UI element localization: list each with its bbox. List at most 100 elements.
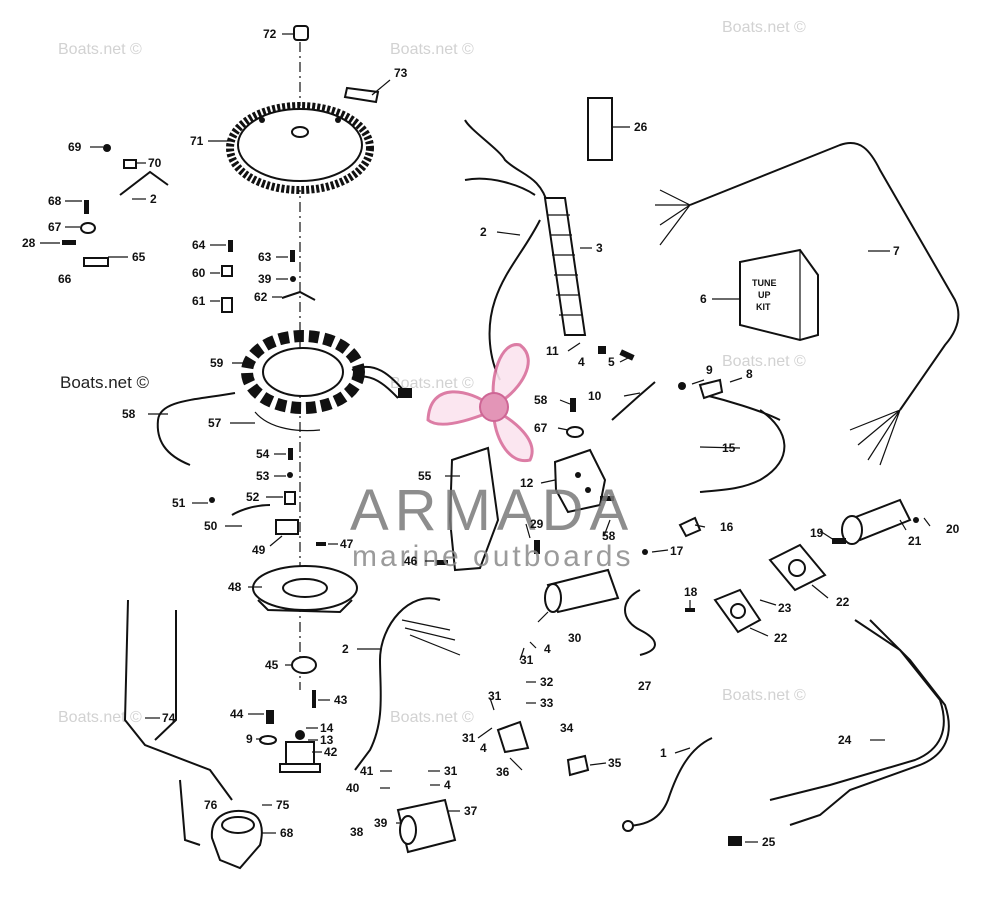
screw-51 — [209, 497, 215, 503]
watermark-mid-center: Boats.net © — [390, 375, 474, 392]
leader-lines — [40, 33, 931, 843]
tune-up-kit-box: TUNE UP KIT — [739, 248, 819, 342]
ignition-coil — [544, 568, 620, 614]
mounting-bracket — [448, 446, 500, 572]
clip-60 — [221, 265, 233, 277]
decal-label — [587, 97, 613, 161]
callout-27: 27 — [638, 679, 652, 693]
kit-label-line1: TUNE — [752, 278, 777, 288]
callout-16: 16 — [720, 520, 734, 534]
callout-28: 28 — [22, 236, 36, 250]
callout-17: 17 — [670, 544, 684, 558]
watermark-top-left: Boats.net © — [58, 41, 142, 58]
main-harness-lower — [488, 219, 541, 381]
callout-23: 23 — [778, 601, 792, 615]
callout-67-center: 67 — [534, 421, 548, 435]
callout-9-left: 9 — [246, 732, 253, 746]
callout-68-bottom: 68 — [280, 826, 294, 840]
callout-36: 36 — [496, 765, 510, 779]
callout-1: 1 — [660, 746, 667, 760]
washer-9 — [259, 735, 277, 745]
kit-label-line2: UP — [758, 290, 771, 300]
callout-64: 64 — [192, 238, 206, 252]
watermark-bottom-left: Boats.net © — [58, 709, 142, 726]
left-harness — [123, 599, 233, 801]
callout-4-lower: 4 — [480, 741, 487, 755]
callout-35: 35 — [608, 756, 622, 770]
flywheel-key — [343, 86, 380, 104]
ignition-switch — [832, 498, 912, 545]
callout-69: 69 — [68, 140, 82, 154]
bushing — [291, 656, 317, 674]
callout-71: 71 — [190, 134, 204, 148]
clip-61 — [221, 297, 233, 313]
callout-74: 74 — [162, 711, 176, 725]
callout-25: 25 — [762, 835, 776, 849]
remote-harness-branch — [789, 619, 950, 826]
callout-49: 49 — [252, 543, 266, 557]
stator-assembly — [241, 330, 412, 414]
screw-63 — [290, 250, 295, 262]
remote-harness — [769, 619, 945, 801]
bolt-58-center — [570, 398, 576, 412]
spark-plug-lead-15 — [699, 409, 786, 493]
callout-73: 73 — [394, 66, 408, 80]
ground-lead — [156, 392, 236, 466]
callout-40: 40 — [346, 781, 360, 795]
terminal-strip — [543, 197, 587, 336]
screw-64 — [228, 240, 233, 252]
lead-2-left — [119, 170, 169, 196]
callout-15: 15 — [722, 441, 736, 455]
callout-37: 37 — [464, 804, 478, 818]
nut-69 — [103, 144, 111, 152]
callout-39-bottom: 39 — [374, 816, 388, 830]
armada-propeller-logo — [426, 343, 534, 463]
plate-hole-upper — [788, 559, 806, 577]
callout-31-mid: 31 — [520, 653, 534, 667]
plate-hole-lower — [730, 603, 746, 619]
washer-39-top — [290, 276, 296, 282]
battery-harness — [689, 142, 960, 411]
callout-48: 48 — [228, 580, 242, 594]
watermark-mid-right: Boats.net © — [722, 353, 806, 370]
battery-harness-leads-bottom — [849, 409, 901, 466]
washer-9-right — [678, 382, 686, 390]
callout-11: 11 — [546, 344, 559, 358]
watermark-mid-left: Boats.net © — [60, 373, 150, 392]
screw-17 — [642, 549, 648, 555]
screw-54 — [288, 448, 293, 460]
battery-harness-leads-top — [655, 189, 691, 246]
callout-2-lower: 2 — [342, 642, 349, 656]
callout-32: 32 — [540, 675, 554, 689]
boot-8 — [698, 378, 724, 400]
clip-66 — [83, 257, 109, 267]
callout-20: 20 — [946, 522, 960, 536]
clamp-70 — [123, 159, 137, 169]
screw-68 — [84, 200, 89, 214]
watermark-bottom-center: Boats.net © — [390, 709, 474, 726]
callout-45: 45 — [265, 658, 279, 672]
main-harness-branch — [464, 177, 536, 196]
callout-47: 47 — [340, 537, 354, 551]
callout-53: 53 — [256, 469, 270, 483]
callout-33: 33 — [540, 696, 554, 710]
callout-13: 13 — [320, 733, 334, 747]
sensor-lead — [231, 504, 271, 516]
callout-66: 66 — [58, 272, 72, 286]
callout-43: 43 — [334, 693, 348, 707]
callout-59: 59 — [210, 356, 224, 370]
callout-14: 14 — [320, 721, 334, 735]
spark-plug-lead-10 — [611, 381, 656, 421]
callout-21: 21 — [908, 534, 922, 548]
callout-42: 42 — [324, 745, 338, 759]
nut-20 — [913, 517, 919, 523]
callout-31-lower: 31 — [488, 689, 502, 703]
callout-54: 54 — [256, 447, 270, 461]
bolt-29 — [534, 540, 540, 554]
callout-5: 5 — [608, 355, 615, 369]
screw-18 — [685, 608, 695, 612]
callout-9-right: 9 — [706, 363, 713, 377]
left-harness-branch-b — [179, 779, 201, 846]
screw-28 — [62, 240, 76, 245]
